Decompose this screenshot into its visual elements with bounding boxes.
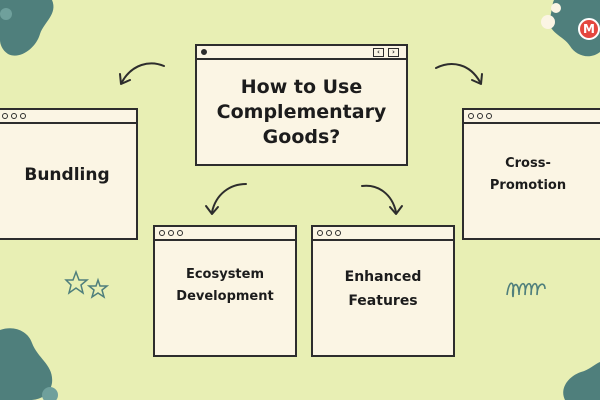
curved-arrow-right-icon	[435, 63, 483, 85]
node-label-cross-promotion: Cross- Promotion	[489, 156, 567, 193]
window-dot-icon	[317, 230, 323, 236]
node-window-titlebar	[464, 110, 600, 124]
window-dot-icon	[486, 113, 492, 119]
window-dot-icon	[20, 113, 26, 119]
window-dot-icon	[11, 113, 17, 119]
curved-arrow-down-left-icon	[205, 183, 247, 215]
node-window-ecosystem-development: Ecosystem Development	[153, 225, 297, 357]
window-dot-icon	[326, 230, 332, 236]
node-label-enhanced-features: Enhanced Features	[344, 269, 422, 309]
forward-icon: ›	[388, 48, 399, 57]
window-dot-icon	[201, 49, 207, 55]
curved-arrow-left-icon	[119, 62, 165, 85]
back-icon: ‹	[373, 48, 384, 57]
center-title: How to Use Complementary Goods?	[216, 75, 387, 148]
decorative-blob-bottom-left	[0, 328, 58, 400]
node-window-titlebar	[155, 227, 295, 241]
curved-arrow-down-right-icon	[361, 184, 403, 215]
center-window: ‹ › How to Use Complementary Goods?	[195, 44, 408, 166]
window-dot-icon	[335, 230, 341, 236]
decorative-blob-top-right	[541, 0, 600, 57]
window-dot-icon	[468, 113, 474, 119]
window-dot-icon	[159, 230, 165, 236]
squiggle-doodle-icon	[506, 282, 546, 298]
star-doodle-icon	[64, 269, 110, 299]
node-label-bundling: Bundling	[24, 165, 110, 185]
window-dot-icon	[477, 113, 483, 119]
center-window-titlebar	[197, 46, 406, 60]
node-window-enhanced-features: Enhanced Features	[311, 225, 455, 357]
node-label-ecosystem-development: Ecosystem Development	[176, 267, 274, 304]
node-window-titlebar	[313, 227, 453, 241]
window-dot-icon	[2, 113, 8, 119]
window-dot-icon	[168, 230, 174, 236]
decorative-blob-bottom-right	[563, 362, 600, 400]
brand-logo: M	[578, 18, 600, 40]
node-window-titlebar	[0, 110, 136, 124]
decorative-blob-top-left	[0, 0, 54, 56]
node-window-bundling: Bundling	[0, 108, 138, 240]
node-window-cross-promotion: Cross- Promotion	[462, 108, 600, 240]
window-dot-icon	[177, 230, 183, 236]
